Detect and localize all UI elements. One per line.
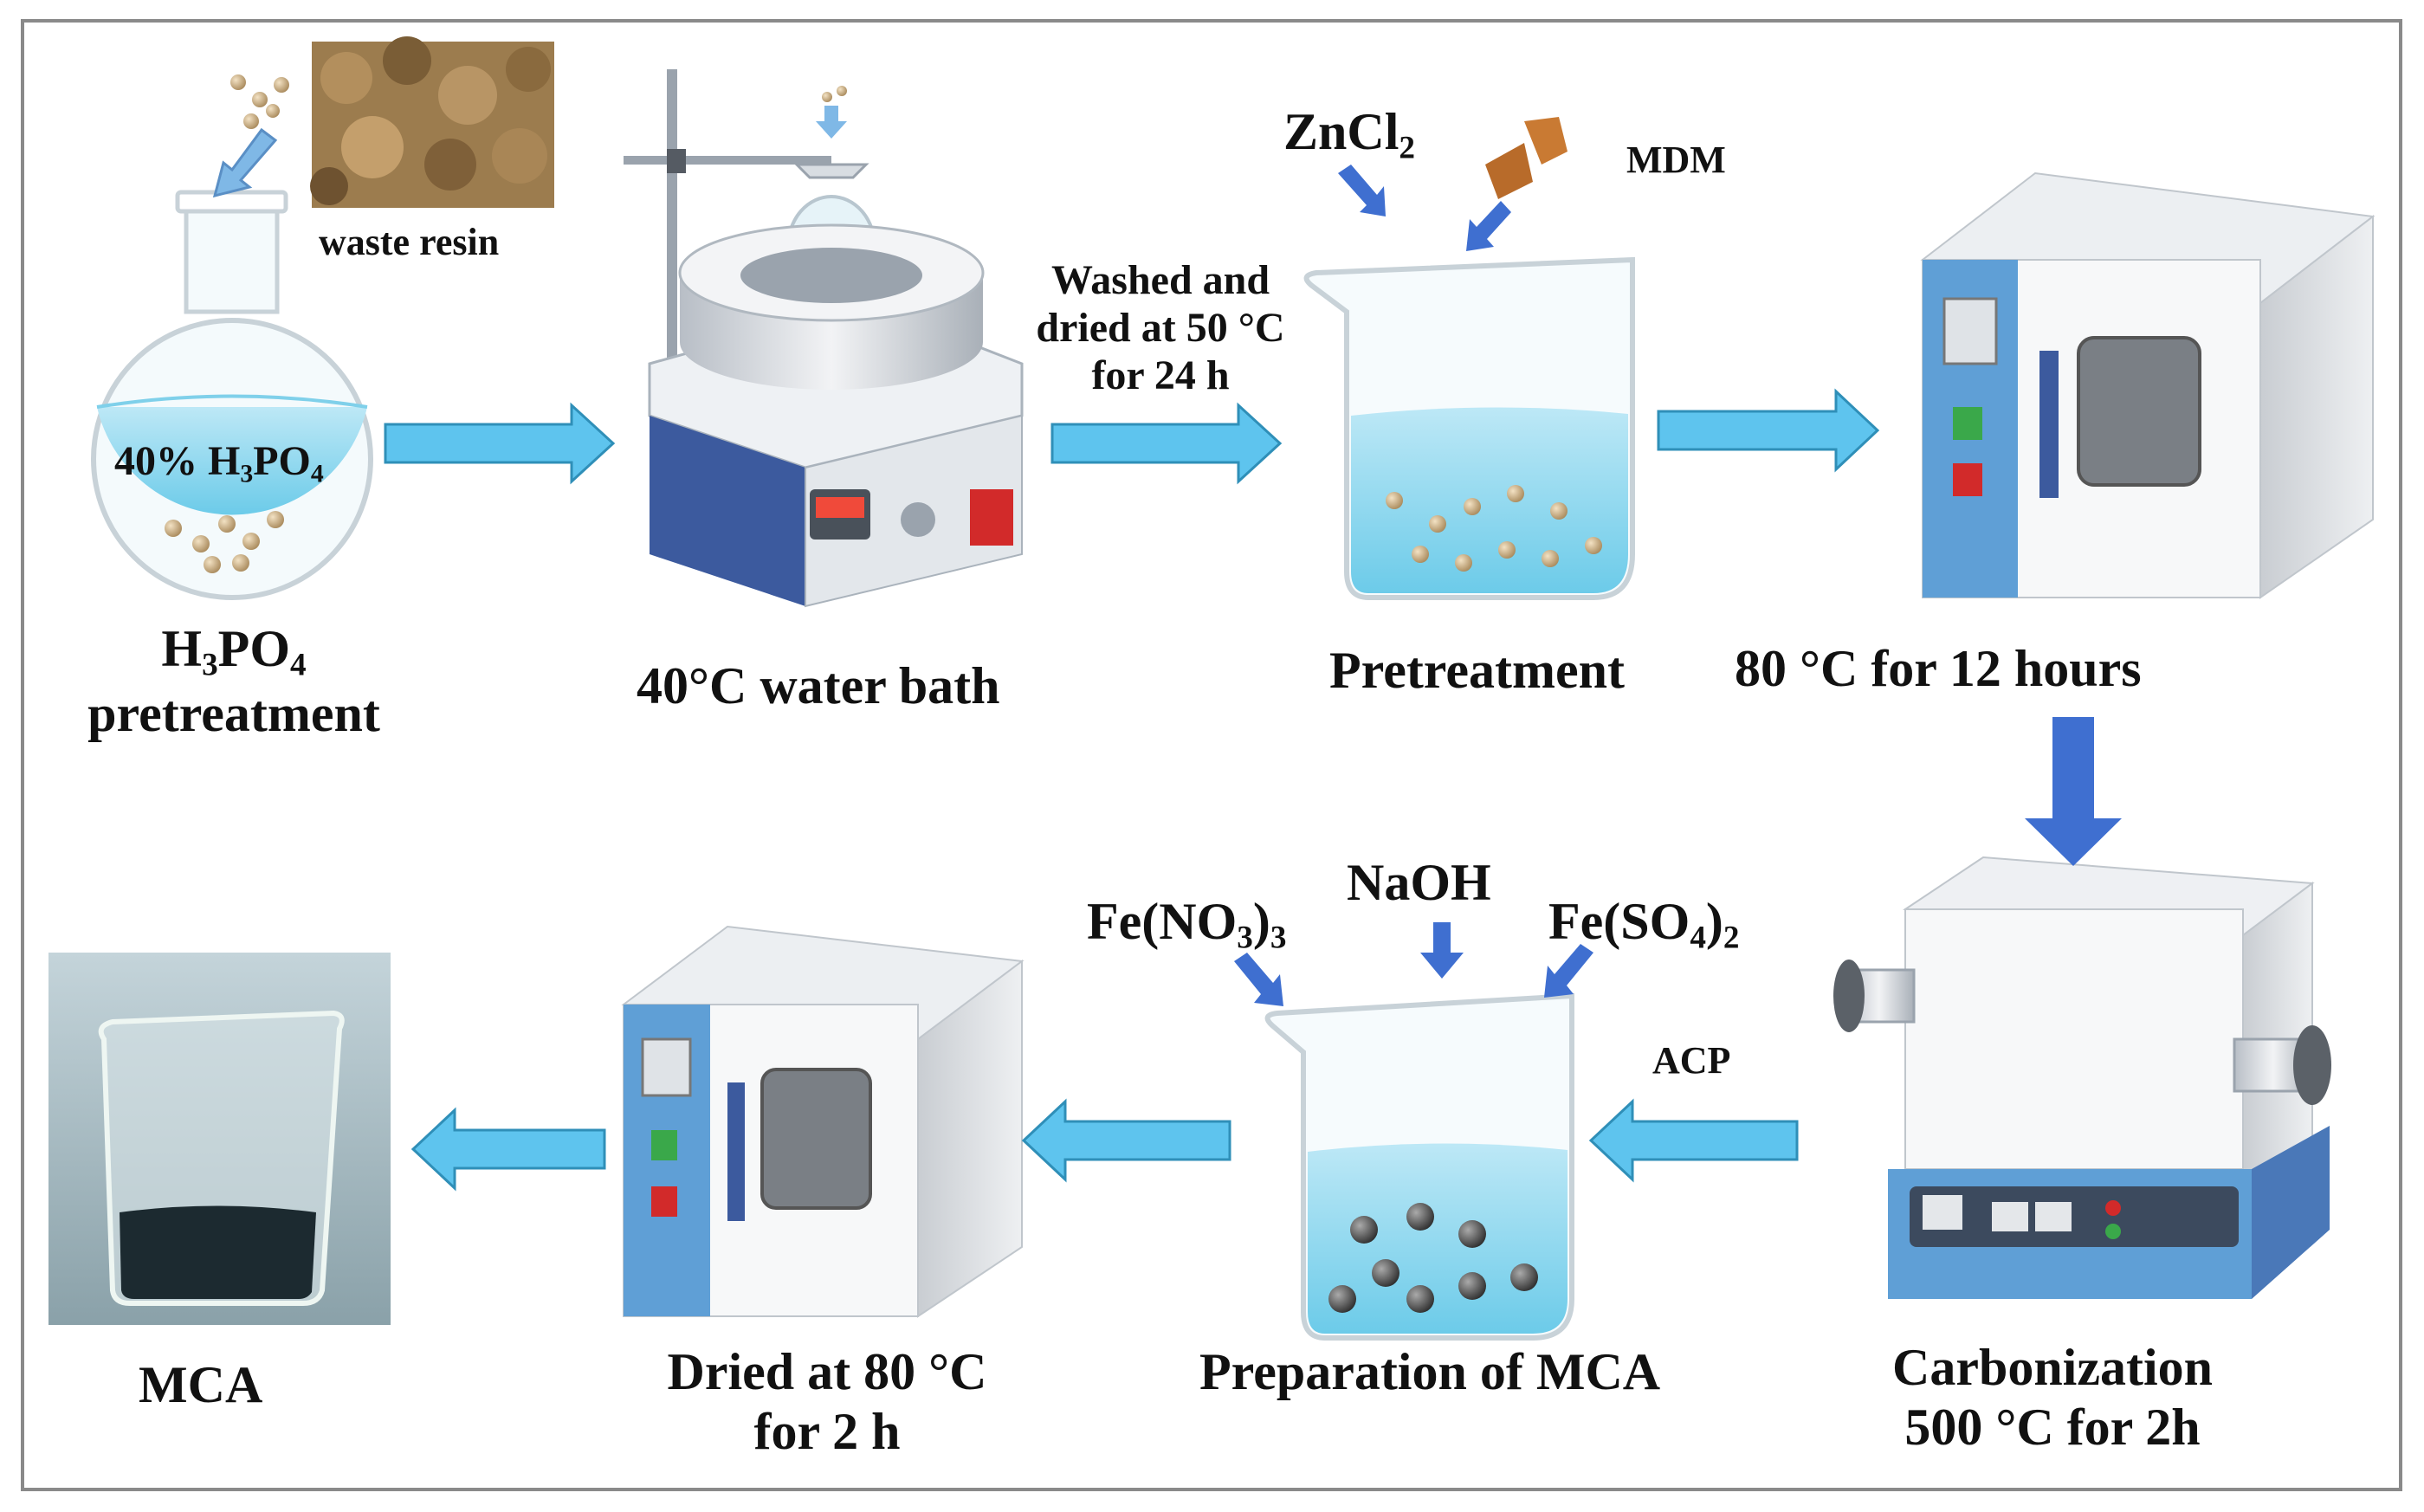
zncl2-label: ZnCl2 (1283, 103, 1415, 166)
arrow-6 (1021, 1098, 1231, 1183)
drying-oven-2 (621, 925, 1025, 1318)
arrow-4-down (2025, 717, 2122, 866)
waste-resin-label: waste resin (319, 221, 500, 263)
mdm-label: MDM (1626, 139, 1726, 181)
mdm-arrow (1466, 201, 1511, 251)
acp-label: ACP (1652, 1039, 1731, 1082)
arrow-1 (384, 402, 616, 485)
fe-sulfate-arrow (1544, 944, 1593, 998)
pretreatment-beaker (1303, 256, 1635, 600)
oven2-title: Dried at 80 °C for 2 h (624, 1342, 1031, 1462)
wash-line3: for 24 h (1091, 352, 1230, 399)
pretreatment-title: Pretreatment (1329, 642, 1625, 699)
naoh-arrow (1420, 922, 1464, 979)
arrow-5 (1588, 1098, 1799, 1183)
mca-product-photo (48, 953, 391, 1325)
oven2-line2: for 2 h (753, 1403, 901, 1460)
figure-frame (21, 19, 2402, 1491)
zncl2-arrow (1338, 165, 1386, 216)
fe-nitrate-arrow (1234, 953, 1283, 1006)
arrow-7 (410, 1107, 606, 1192)
mca-beaker (1264, 992, 1574, 1341)
flask-h3po4-label: 40% H3PO4 (114, 438, 324, 488)
drying-oven-1 (1920, 171, 2376, 599)
oven2-line1: Dried at 80 °C (667, 1343, 987, 1400)
tube-furnace (1833, 856, 2331, 1299)
carbonization-line1: Carbonization (1891, 1339, 2214, 1396)
oven1-title: 80 °C for 12 hours (1735, 640, 2142, 697)
resin-beads-in-flask (165, 511, 284, 573)
fe-nitrate-label: Fe(NO3)3 (1087, 893, 1287, 956)
h3po4-pretreatment-title: H3PO4 pretreatment (52, 619, 416, 744)
arrow-2 (1050, 402, 1283, 485)
fe-sulfate-label: Fe(SO4)2 (1548, 893, 1740, 956)
mca-prep-title: Preparation of MCA (1199, 1343, 1661, 1400)
naoh-label: NaOH (1347, 854, 1491, 911)
water-bath-apparatus (624, 69, 1024, 608)
add-resin-arrow (212, 127, 278, 198)
wash-step-label: Washed and dried at 50 °C for 24 h (1013, 256, 1308, 400)
arrow-3 (1657, 388, 1880, 473)
water-bath-title: 40°C water bath (637, 657, 1000, 714)
falling-resin-beads (230, 74, 289, 129)
mca-title: MCA (139, 1356, 263, 1413)
carbonization-line2: 500 °C for 2h (1904, 1399, 2201, 1456)
wash-line2: dried at 50 °C (1036, 305, 1285, 352)
h3po4-title-line1: H3PO4 (161, 620, 307, 683)
volumetric-flask (91, 190, 373, 600)
waste-resin-photo (310, 36, 554, 208)
h3po4-title-line2: pretreatment (87, 685, 380, 743)
carbonization-title: Carbonization 500 °C for 2h (1845, 1338, 2260, 1457)
wash-line1: Washed and (1050, 257, 1270, 303)
mdm-pieces (1485, 117, 1568, 199)
